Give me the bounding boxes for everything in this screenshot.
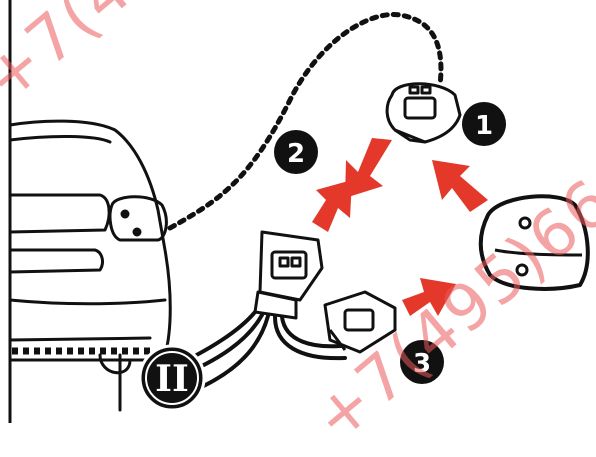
dotted-cable xyxy=(167,11,444,231)
arrow-1-from-holder xyxy=(432,160,488,212)
connector-1 xyxy=(385,82,462,144)
badge-step-2: 2 xyxy=(274,130,318,174)
badge-step-3: 3 xyxy=(400,340,444,384)
badge-connector-type-label: II xyxy=(155,358,189,400)
badge-step-1-label: 1 xyxy=(475,111,493,141)
arrow-2-from-left xyxy=(312,180,352,232)
car-socket xyxy=(108,195,168,242)
arrow-2-from-right xyxy=(345,138,392,198)
car-rear xyxy=(8,119,172,412)
holder-bracket xyxy=(478,194,590,291)
badge-connector-type: II xyxy=(138,344,206,412)
arrow-3-to-holder xyxy=(402,278,456,316)
arrows xyxy=(312,138,488,316)
badge-step-3-label: 3 xyxy=(413,349,431,379)
wiring-diagram: 1 2 3 II xyxy=(8,0,590,423)
badge-step-1: 1 xyxy=(462,102,506,146)
badge-step-2-label: 2 xyxy=(287,139,305,169)
connector-3 xyxy=(323,290,397,354)
adapter-module xyxy=(253,230,324,320)
